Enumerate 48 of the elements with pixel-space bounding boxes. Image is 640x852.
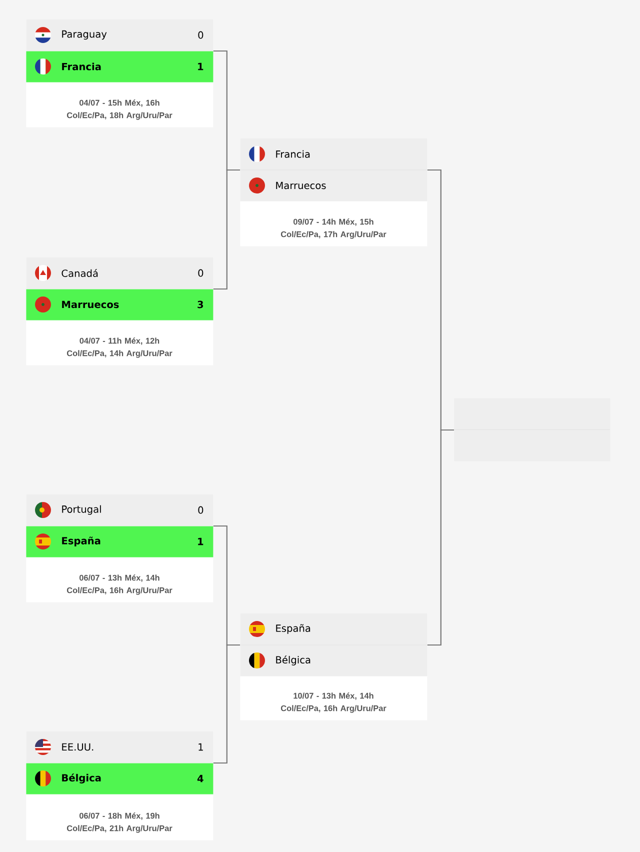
date-text: 06/07 - 13h Méx, 14h Col/Ec/Pa, 16h Arg/Uru/Par: [66, 574, 172, 595]
bracket-line: [213, 644, 240, 764]
team-row: [240, 170, 428, 202]
score-text: 0: [198, 269, 204, 277]
team-name: Marruecos: [62, 300, 119, 308]
match-card: [240, 138, 428, 246]
score-text: 1: [198, 743, 203, 751]
bracket-line: [213, 169, 240, 290]
team-name: Bélgica: [276, 656, 310, 666]
team-row: [240, 644, 428, 676]
team-row: [240, 138, 428, 170]
score-text: 3: [198, 300, 204, 308]
team-row: [26, 763, 214, 794]
match-card: [240, 613, 428, 720]
team-name: Francia: [62, 62, 101, 70]
date-text: 06/07 - 18h Méx, 19h Col/Ec/Pa, 21h Arg/Uru/Par: [66, 812, 172, 833]
empty-match-box: [454, 398, 610, 462]
score-text: 1: [198, 538, 204, 546]
team-row: [26, 257, 214, 290]
date-text: 04/07 - 15h Méx, 16h Col/Ec/Pa, 18h Arg/Uru/Par: [66, 100, 172, 120]
team-name: Francia: [276, 150, 310, 158]
team-name: Canadá: [62, 269, 98, 277]
team-row: [26, 51, 214, 82]
match-card: [26, 494, 214, 602]
team-row: [26, 526, 214, 558]
team-name: España: [276, 624, 310, 634]
team-row: [240, 613, 428, 646]
team-name: Paraguay: [62, 30, 107, 40]
date-text: 10/07 - 13h Méx, 14h Col/Ec/Pa, 16h Arg/Uru/Par: [280, 692, 386, 713]
team-name: EE.UU.: [62, 743, 94, 751]
team-row: [26, 731, 214, 764]
score-text: 0: [198, 506, 204, 514]
match-card: [26, 19, 214, 128]
team-name: Portugal: [62, 505, 101, 515]
match-card: [26, 731, 214, 840]
date-text: 09/07 - 14h Méx, 15h Col/Ec/Pa, 17h Arg/Uru/Par: [280, 218, 386, 239]
team-name: España: [62, 536, 100, 546]
score-text: 0: [198, 31, 204, 39]
score-text: 1: [198, 62, 204, 70]
team-name: Bélgica: [62, 774, 101, 784]
team-row: [26, 289, 214, 320]
team-row: [26, 19, 214, 52]
match-card: [26, 257, 214, 366]
date-text: 04/07 - 11h Méx, 12h Col/Ec/Pa, 14h Arg/Uru/Par: [66, 338, 172, 358]
bracket-line: [427, 429, 454, 646]
team-row: [26, 494, 214, 526]
score-text: 4: [197, 774, 204, 782]
team-name: Marruecos: [276, 182, 326, 190]
